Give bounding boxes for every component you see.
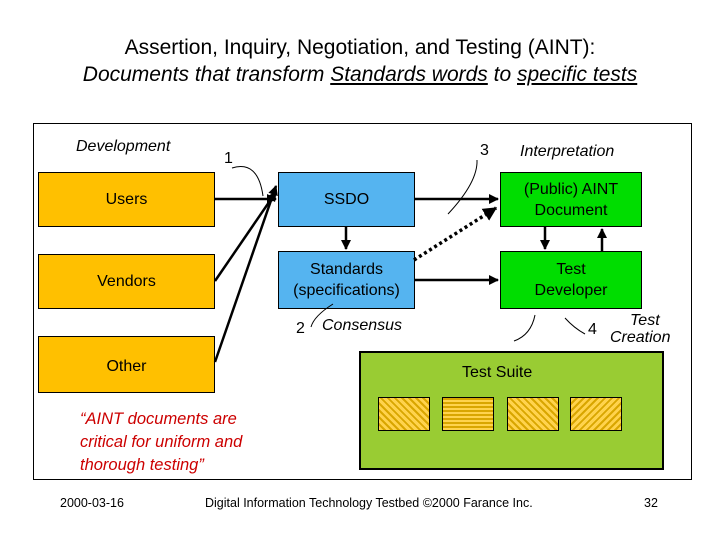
other-box: Other	[38, 336, 215, 393]
ssdo-box: SSDO	[278, 172, 415, 227]
test-tile	[570, 397, 622, 431]
test-tile	[442, 397, 494, 431]
test-tile	[378, 397, 430, 431]
aint-sublabel: Document	[534, 201, 608, 219]
ssdo-label: SSDO	[323, 191, 370, 208]
development-label: Development	[76, 138, 171, 155]
step-1-number: 1	[224, 150, 233, 167]
test-creation-label: Test	[630, 312, 660, 329]
subtitle-part: to	[487, 63, 517, 86]
callout-1	[231, 166, 264, 197]
page-number: 32	[644, 496, 658, 510]
interpretation-label: Interpretation	[520, 143, 615, 160]
subtitle-part: Documents that transform	[82, 63, 331, 86]
test-developer-label: Test	[556, 261, 586, 278]
callout-4-left	[513, 314, 536, 342]
callout-3	[447, 159, 478, 215]
quote-line: thorough testing”	[80, 456, 204, 474]
callout-2	[310, 303, 334, 328]
step-3-number: 3	[480, 142, 489, 159]
standards-sublabel: (specifications)	[293, 282, 400, 299]
aint-document-box: (Public) AINT Document	[500, 172, 642, 227]
callout-4-right	[564, 317, 586, 335]
footer-copyright: Digital Information Technology Testbed ©…	[205, 496, 533, 510]
footer-date: 2000-03-16	[60, 496, 124, 510]
vendors-label: Vendors	[97, 273, 156, 290]
step-4-number: 4	[588, 321, 597, 338]
creation-word: Creation	[610, 329, 671, 346]
other-label: Other	[106, 358, 147, 375]
aint-label: (Public) AINT	[523, 180, 619, 198]
test-suite-label: Test Suite	[462, 364, 533, 381]
subtitle-specific-tests: specific tests	[517, 63, 638, 86]
aint-quote: “AINT documents are critical for uniform…	[80, 408, 242, 477]
slide-title: Assertion, Inquiry, Negotiation, and Tes…	[124, 36, 596, 59]
consensus-label: Consensus	[322, 317, 403, 334]
standards-to-aint-dotted-arrow	[413, 206, 498, 262]
standards-label: Standards	[310, 261, 383, 278]
users-label: Users	[105, 191, 148, 208]
quote-line: “AINT documents are	[80, 410, 237, 428]
test-creation-label-2: Creation	[610, 329, 670, 346]
test-developer-sublabel: Developer	[534, 282, 608, 299]
vendors-box: Vendors	[38, 254, 215, 309]
vendors-to-ssdo-arrow	[213, 191, 278, 282]
quote-line: critical for uniform and	[80, 433, 243, 451]
test-creation-word: Test	[630, 312, 660, 329]
slide-subtitle: Documents that transform Standards words…	[0, 61, 720, 89]
standards-box: Standards (specifications)	[278, 251, 415, 309]
step-2-number: 2	[296, 320, 305, 337]
test-tile	[507, 397, 559, 431]
other-to-ssdo-arrow	[213, 185, 278, 363]
users-box: Users	[38, 172, 215, 227]
subtitle-standards-words: Standards words	[330, 63, 488, 86]
